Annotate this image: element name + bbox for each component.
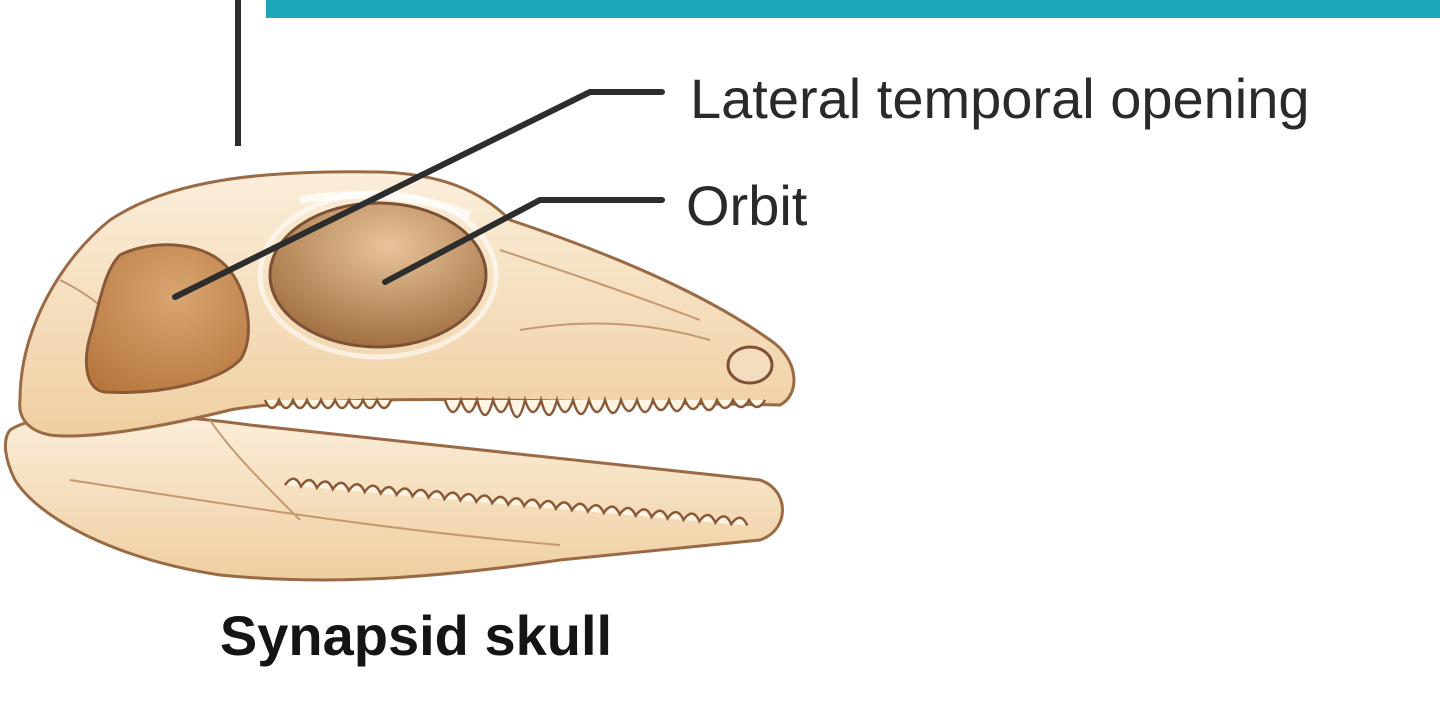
label-orbit: Orbit	[686, 174, 808, 237]
leader-line-lateral-temporal-opening	[172, 89, 665, 300]
skull-illustration	[3, 170, 796, 582]
lower-teeth	[283, 477, 749, 527]
header-bar	[266, 0, 1440, 18]
upper-teeth	[263, 395, 767, 419]
lower-jaw-suture	[69, 479, 561, 546]
lateral-temporal-opening	[84, 243, 250, 394]
leader-line-orbit	[382, 197, 665, 285]
cranium-suture-1	[499, 249, 701, 321]
label-lateral-temporal-opening: Lateral temporal opening	[690, 67, 1310, 130]
lower-jaw-suture-2	[209, 419, 301, 521]
lower-jaw	[3, 412, 784, 582]
cranium-suture-2	[519, 322, 711, 341]
orbit-opening	[268, 201, 488, 349]
orbit-rim-highlight	[257, 190, 499, 360]
nostril	[726, 345, 774, 385]
figure-caption: Synapsid skull	[220, 604, 612, 667]
